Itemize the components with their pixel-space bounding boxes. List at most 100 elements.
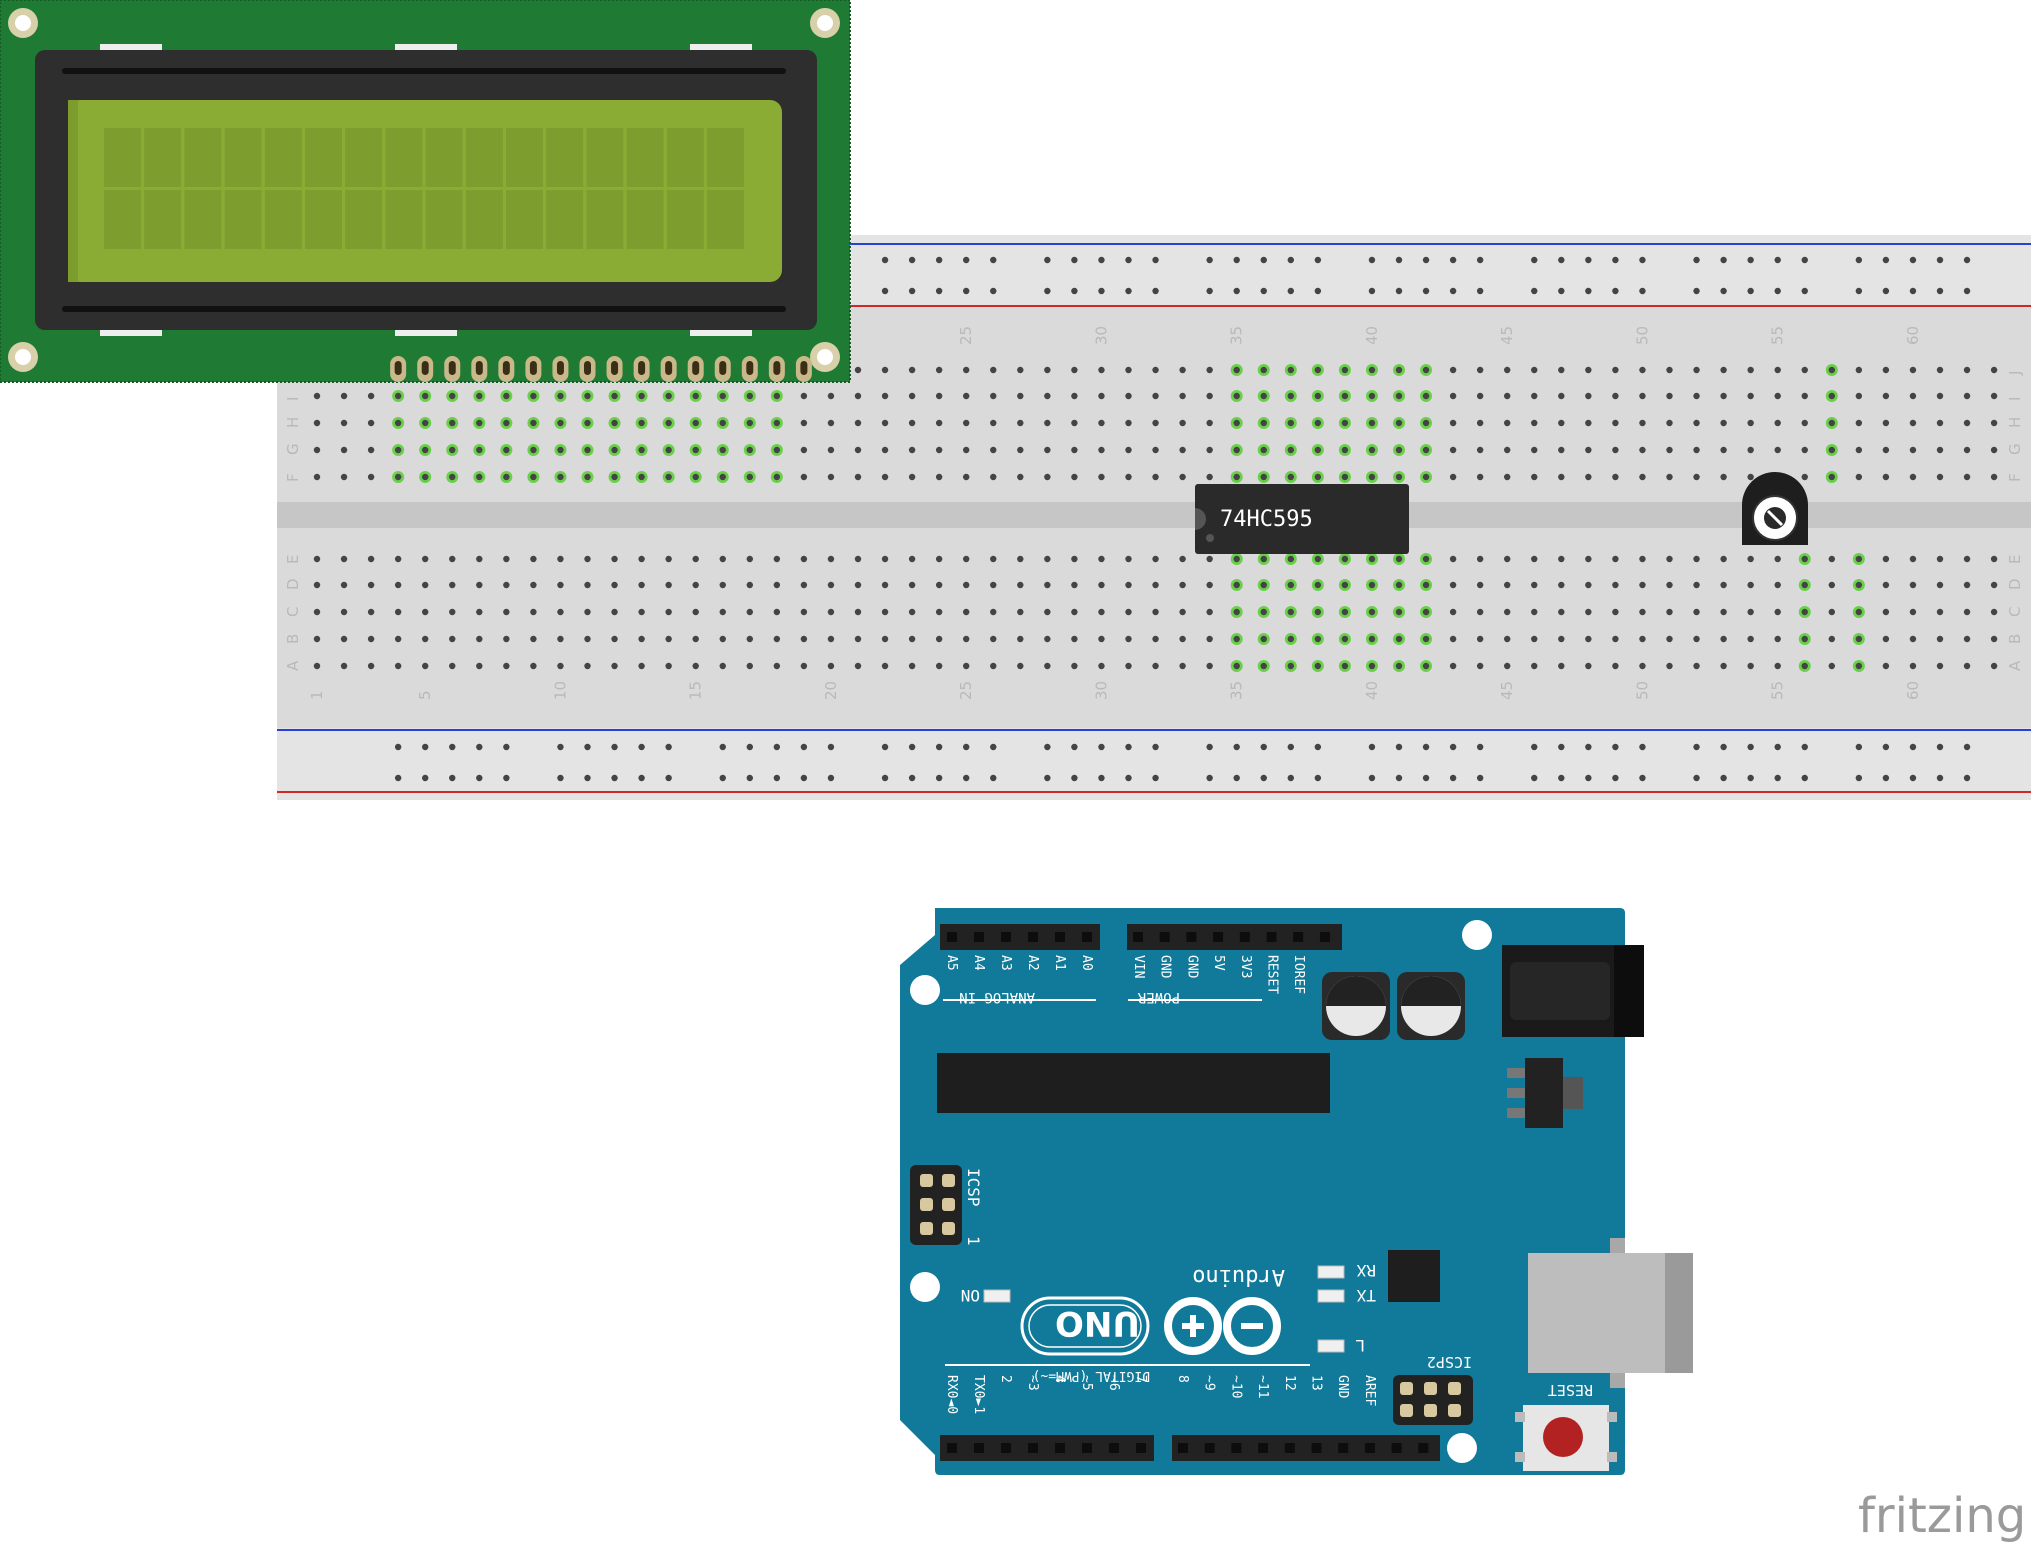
rail-hole[interactable] — [1693, 774, 1700, 782]
breadboard-hole[interactable] — [746, 635, 753, 643]
header-pin[interactable] — [1258, 1443, 1269, 1453]
breadboard-hole[interactable] — [1855, 581, 1863, 589]
breadboard-hole[interactable] — [1206, 662, 1213, 670]
breadboard-hole[interactable] — [1801, 473, 1808, 481]
rail-hole[interactable] — [503, 743, 510, 751]
breadboard-hole[interactable] — [1395, 608, 1403, 616]
breadboard-hole[interactable] — [449, 419, 456, 427]
breadboard-hole[interactable] — [1666, 608, 1673, 616]
breadboard-hole[interactable] — [584, 635, 591, 643]
rail-hole[interactable] — [1693, 287, 1700, 295]
breadboard-hole[interactable] — [1233, 392, 1240, 400]
rail-hole[interactable] — [476, 743, 483, 751]
breadboard-hole[interactable] — [990, 662, 997, 670]
breadboard-hole[interactable] — [1233, 446, 1240, 454]
breadboard-hole[interactable] — [394, 473, 402, 481]
breadboard-hole[interactable] — [1341, 662, 1349, 670]
breadboard-hole[interactable] — [1098, 366, 1105, 374]
rail-hole[interactable] — [1368, 743, 1376, 751]
rail-hole[interactable] — [1314, 774, 1322, 782]
breadboard-hole[interactable] — [530, 555, 537, 563]
breadboard-hole[interactable] — [1801, 608, 1808, 616]
breadboard-hole[interactable] — [692, 419, 699, 427]
rail-hole[interactable] — [1152, 287, 1159, 295]
breadboard-hole[interactable] — [1747, 419, 1754, 427]
breadboard-hole[interactable] — [611, 392, 618, 400]
breadboard-hole[interactable] — [665, 635, 672, 643]
rail-hole[interactable] — [584, 743, 591, 751]
breadboard-hole[interactable] — [1449, 366, 1457, 374]
breadboard-hole[interactable] — [1098, 392, 1105, 400]
rail-hole[interactable] — [1125, 774, 1132, 782]
breadboard-hole[interactable] — [422, 419, 429, 427]
rail-hole[interactable] — [1125, 743, 1132, 751]
breadboard-hole[interactable] — [1098, 635, 1105, 643]
rail-hole[interactable] — [1612, 743, 1619, 751]
header-pin[interactable] — [1213, 932, 1224, 942]
breadboard-hole[interactable] — [1260, 635, 1267, 643]
breadboard-hole[interactable] — [854, 662, 862, 670]
breadboard-hole[interactable] — [1882, 392, 1890, 400]
rail-hole[interactable] — [1774, 743, 1781, 751]
breadboard-hole[interactable] — [773, 662, 781, 670]
breadboard-hole[interactable] — [881, 662, 889, 670]
header-pin[interactable] — [1231, 1443, 1242, 1453]
rail-hole[interactable] — [1774, 774, 1781, 782]
breadboard-hole[interactable] — [611, 419, 618, 427]
rail-hole[interactable] — [881, 743, 889, 751]
breadboard-hole[interactable] — [1422, 392, 1430, 400]
rail-hole[interactable] — [665, 743, 672, 751]
breadboard-hole[interactable] — [1504, 473, 1511, 481]
rail-hole[interactable] — [638, 743, 645, 751]
breadboard-hole[interactable] — [1666, 419, 1673, 427]
breadboard-hole[interactable] — [990, 608, 997, 616]
breadboard-hole[interactable] — [1368, 419, 1376, 427]
rail-hole[interactable] — [422, 774, 429, 782]
breadboard-hole[interactable] — [773, 581, 781, 589]
breadboard-hole[interactable] — [340, 608, 348, 616]
breadboard-hole[interactable] — [1963, 366, 1971, 374]
breadboard-hole[interactable] — [1801, 446, 1808, 454]
breadboard-hole[interactable] — [1963, 608, 1971, 616]
breadboard-hole[interactable] — [367, 473, 375, 481]
rail-hole[interactable] — [1098, 743, 1105, 751]
breadboard-hole[interactable] — [1287, 366, 1295, 374]
breadboard-hole[interactable] — [422, 581, 429, 589]
rail-hole[interactable] — [1098, 287, 1105, 295]
breadboard-hole[interactable] — [1693, 392, 1700, 400]
breadboard-hole[interactable] — [1341, 555, 1349, 563]
rail-hole[interactable] — [1558, 256, 1565, 264]
breadboard-hole[interactable] — [773, 555, 781, 563]
rail-hole[interactable] — [584, 774, 591, 782]
breadboard-hole[interactable] — [1531, 581, 1538, 589]
header-pin[interactable] — [947, 1443, 957, 1453]
breadboard-hole[interactable] — [854, 473, 862, 481]
breadboard-hole[interactable] — [1260, 581, 1267, 589]
rail-hole[interactable] — [719, 743, 726, 751]
breadboard-hole[interactable] — [1909, 419, 1917, 427]
breadboard-hole[interactable] — [1801, 419, 1808, 427]
breadboard-hole[interactable] — [800, 581, 808, 589]
breadboard-hole[interactable] — [1882, 608, 1890, 616]
breadboard-hole[interactable] — [1774, 446, 1781, 454]
breadboard-hole[interactable] — [476, 581, 483, 589]
breadboard-hole[interactable] — [773, 635, 781, 643]
breadboard-hole[interactable] — [800, 662, 808, 670]
header-pin[interactable] — [1028, 1443, 1038, 1453]
breadboard-hole[interactable] — [1476, 419, 1484, 427]
breadboard-hole[interactable] — [1747, 392, 1754, 400]
breadboard-hole[interactable] — [1531, 555, 1538, 563]
breadboard-hole[interactable] — [1125, 635, 1132, 643]
breadboard-hole[interactable] — [1720, 446, 1727, 454]
breadboard-hole[interactable] — [854, 581, 862, 589]
breadboard-hole[interactable] — [1801, 366, 1808, 374]
breadboard-hole[interactable] — [449, 608, 456, 616]
breadboard-hole[interactable] — [422, 392, 429, 400]
rail-hole[interactable] — [1531, 743, 1538, 751]
breadboard-hole[interactable] — [963, 446, 970, 454]
breadboard-hole[interactable] — [1558, 392, 1565, 400]
rail-hole[interactable] — [394, 743, 402, 751]
rail-hole[interactable] — [963, 743, 970, 751]
power-jack[interactable] — [1502, 945, 1644, 1037]
breadboard-hole[interactable] — [773, 446, 781, 454]
